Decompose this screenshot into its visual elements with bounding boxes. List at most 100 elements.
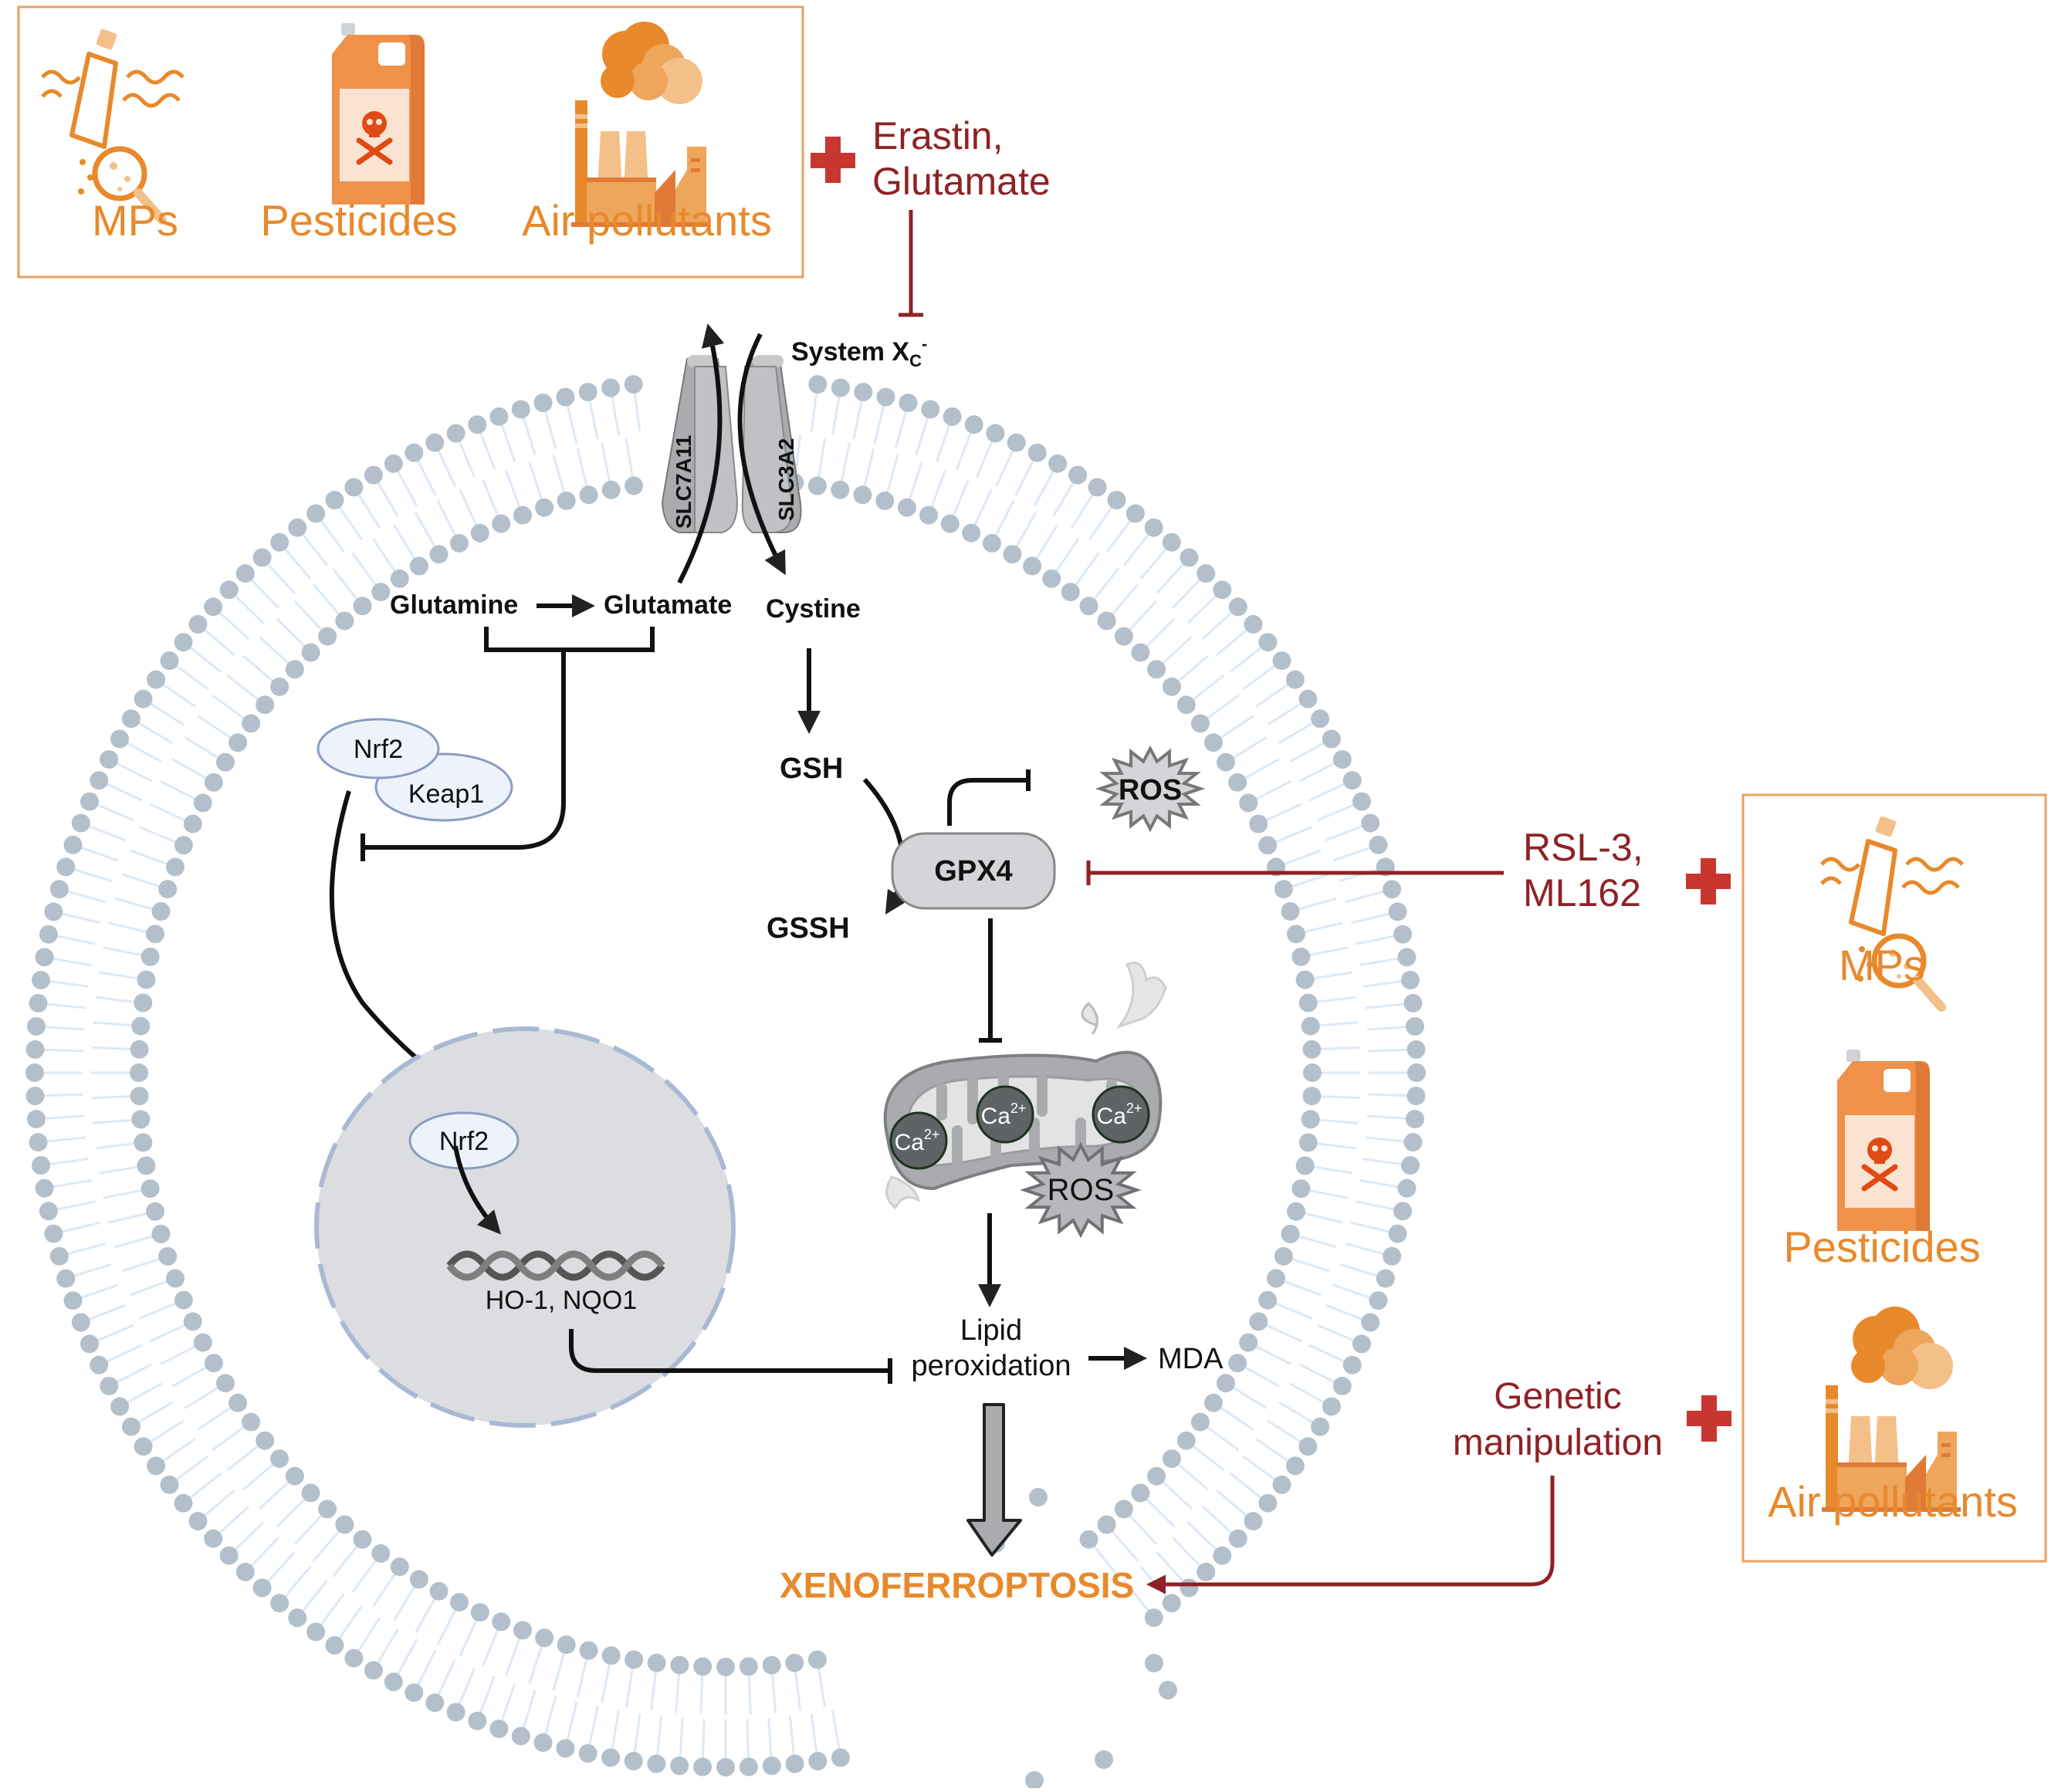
lipid-head (625, 1650, 644, 1669)
lipid-head (535, 498, 554, 517)
lipid-head (1003, 545, 1022, 564)
lipid-head (364, 1661, 383, 1680)
lipid-head (204, 1529, 223, 1548)
lipid-head (390, 1557, 409, 1577)
glutamine-label: Glutamine (390, 590, 518, 620)
lipid-head (429, 1581, 448, 1601)
plus-icon-top (811, 137, 855, 183)
lipid-head (1197, 564, 1216, 583)
nrf2-to-dna-arrow (453, 1145, 502, 1235)
lipid-head (29, 993, 48, 1013)
lipid-head (32, 1156, 50, 1175)
lipid-head (318, 1500, 337, 1519)
lipid-head (601, 378, 621, 397)
lipid-head (489, 407, 509, 426)
ml162-label: ML162 (1523, 871, 1641, 915)
lipid-head (670, 1655, 689, 1675)
lipid-head (1407, 1063, 1426, 1082)
lipid-head (1258, 836, 1278, 855)
erastin-label: Erastin, (872, 114, 1004, 157)
lipid-head (1203, 733, 1223, 752)
lipid-head (1287, 925, 1305, 944)
nrf2-translocation-arrow (329, 790, 458, 1091)
lipid-head (71, 813, 90, 833)
lipid-head (1228, 1529, 1247, 1548)
lipid-head (409, 1570, 428, 1589)
lipid-head (1406, 1110, 1424, 1129)
loose-lipid-head (1145, 1654, 1163, 1672)
lipid-head (325, 1636, 344, 1655)
lipid-head (1176, 1431, 1196, 1450)
lipid-head (1298, 993, 1318, 1013)
lipid-head (1162, 1449, 1181, 1469)
svg-text:Ca2+: Ca2+ (1097, 1101, 1142, 1129)
nucleus-envelope (314, 1026, 736, 1428)
pesticide-jug-icon (332, 23, 425, 205)
lipid-head (174, 1290, 193, 1310)
plus-icon-right-lower (1687, 1395, 1731, 1442)
lipid-head (1393, 1202, 1413, 1221)
lipid-head (204, 597, 223, 617)
loose-lipid-head (1159, 1681, 1177, 1699)
lipid-head (335, 1515, 354, 1534)
lipid-head (1068, 465, 1088, 485)
mda-label: MDA (1158, 1343, 1224, 1375)
lipid-head (1301, 1016, 1320, 1036)
lipid-head (1298, 1133, 1318, 1152)
lipid-head (1287, 1202, 1305, 1221)
glutamate-inhibitor-label: Glutamate (872, 160, 1051, 203)
lipid-head (27, 1110, 46, 1129)
lipid-head (489, 1719, 509, 1739)
lipid-head (404, 443, 424, 462)
lipid-head (1401, 971, 1420, 989)
lipid-head (1131, 643, 1150, 662)
lipid-head (1048, 454, 1068, 473)
lipid-head (1406, 1040, 1426, 1059)
lipid-head (1007, 433, 1026, 452)
lipid-head (1295, 1156, 1315, 1175)
lipid-head (1144, 1608, 1163, 1628)
lipid-head (110, 729, 130, 749)
lipid-head (739, 1657, 758, 1676)
lipid-head (364, 465, 383, 485)
lipid-head (1383, 880, 1402, 899)
lipid-head (301, 1483, 320, 1503)
lipid-head (35, 1178, 54, 1198)
nuclear-nrf2-protein (408, 1111, 520, 1170)
lipid-head (1244, 1512, 1263, 1531)
lipid-head (716, 1658, 735, 1676)
glutamate-export-arrow (677, 323, 725, 584)
gpx4-to-ros-inhibition-line (947, 778, 1028, 826)
lipid-head (1213, 580, 1232, 600)
lipid-head (1311, 709, 1330, 729)
lipid-head (39, 925, 58, 944)
lipid-head (897, 498, 916, 517)
gpx4-protein (891, 832, 1056, 910)
lipid-head (1369, 1291, 1388, 1310)
lipid-head (404, 1683, 424, 1702)
lipid-head (1281, 902, 1300, 921)
lipid-head (49, 1246, 69, 1266)
lipid-head (1285, 670, 1305, 689)
ros-label: ROS (1119, 774, 1182, 806)
lipid-head (1361, 813, 1380, 833)
lipid-head (1147, 1466, 1166, 1486)
lipid-head (1298, 1437, 1318, 1456)
lipid-head (1162, 1594, 1181, 1613)
lipid-label-line1: Lipid (960, 1314, 1022, 1347)
loose-lipid-head (1095, 1750, 1113, 1769)
lipid-head (762, 1655, 781, 1675)
lipid-head (670, 1756, 689, 1775)
pesticide-jug-icon (1837, 1050, 1930, 1231)
lipid-head (306, 1622, 326, 1642)
lipid-head (854, 383, 873, 401)
lipid-label-line2: peroxidation (911, 1350, 1071, 1382)
lipid-head (25, 1087, 45, 1106)
nucleus: Nrf2 HO-1, NQO1 (314, 1026, 736, 1428)
lipid-head (1383, 1246, 1402, 1266)
right-label-air-pollutants: Air pollutants (1768, 1477, 2018, 1526)
lipid-head (35, 948, 54, 967)
lipid-head (134, 689, 153, 708)
lipid-head (183, 1312, 202, 1331)
